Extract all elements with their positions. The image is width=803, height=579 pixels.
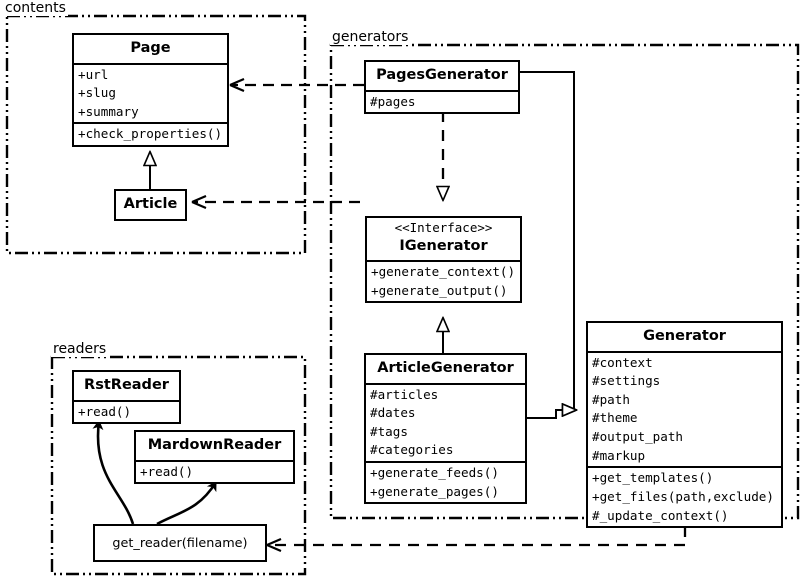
class-name-pagesgenerator: PagesGenerator [376, 67, 508, 83]
attribute: #settings [592, 373, 661, 389]
class-box-rstreader[interactable]: RstReader +read() [72, 370, 181, 425]
class-methods-igenerator: +generate_context() +generate_output() [367, 260, 520, 301]
method: #_update_context() [592, 507, 729, 523]
attribute: #tags [370, 423, 408, 439]
class-name-articlegenerator: ArticleGenerator [377, 360, 514, 376]
attribute: +url [78, 66, 109, 82]
class-methods-articlegenerator: +generate_feeds() +generate_pages() [366, 461, 525, 502]
class-box-article[interactable]: Article [114, 189, 187, 221]
method: +get_templates() [592, 470, 714, 486]
attribute: +slug [78, 85, 116, 101]
attribute: #output_path [592, 429, 683, 445]
edge-articlegenerator-to-generator [527, 410, 576, 419]
function-label-get-reader: get_reader(filename) [112, 535, 248, 551]
attribute: #articles [370, 386, 439, 402]
method: +generate_feeds() [370, 465, 499, 481]
class-attributes-pagesgenerator: #pages [366, 89, 518, 113]
class-name-page: Page [130, 40, 171, 56]
class-attributes-articlegenerator: #articles #dates #tags #categories [366, 382, 525, 462]
class-stereotype-igenerator: <<Interface>> [394, 220, 493, 235]
class-name-igenerator: IGenerator [399, 237, 488, 254]
attribute: #path [592, 391, 630, 407]
class-methods-mardownreader: +read() [136, 459, 293, 483]
method: +get_files(path,exclude) [592, 488, 774, 504]
attribute: #pages [370, 93, 416, 109]
method: +read() [78, 403, 132, 419]
class-methods-rstreader: +read() [74, 399, 179, 423]
class-box-mardownreader[interactable]: MardownReader +read() [134, 430, 295, 485]
edge-pagesgenerator-to-generator [520, 71, 576, 410]
method: +check_properties() [78, 126, 223, 142]
attribute: #categories [370, 442, 454, 458]
method: +generate_pages() [370, 483, 499, 499]
function-box-get-reader[interactable]: get_reader(filename) [93, 524, 267, 562]
package-label-readers: readers [51, 341, 109, 357]
class-attributes-generator: #context #settings #path #theme #output_… [588, 350, 781, 467]
attribute: #markup [592, 447, 646, 463]
method: +generate_output() [371, 282, 508, 298]
package-label-generators: generators [330, 29, 411, 45]
class-box-page[interactable]: Page +url +slug +summary +check_properti… [72, 33, 229, 148]
edge-get-reader-to-rstreader [92, 420, 135, 525]
class-name-generator: Generator [643, 328, 726, 344]
class-box-pagesgenerator[interactable]: PagesGenerator #pages [364, 60, 520, 115]
class-methods-generator: +get_templates() +get_files(path,exclude… [588, 466, 781, 526]
edge-get-reader-to-mardownreader [156, 481, 218, 526]
class-name-mardownreader: MardownReader [147, 437, 282, 453]
attribute: #dates [370, 405, 416, 421]
method: +generate_context() [371, 264, 516, 280]
class-methods-page: +check_properties() [74, 122, 227, 145]
class-attributes-page: +url +slug +summary [74, 62, 227, 123]
attribute: #theme [592, 410, 638, 426]
package-label-contents: contents [3, 0, 68, 16]
class-name-rstreader: RstReader [84, 377, 169, 393]
class-name-article: Article [123, 196, 178, 212]
attribute: #context [592, 354, 653, 370]
method: +read() [140, 463, 194, 479]
class-box-igenerator[interactable]: <<Interface>> IGenerator +generate_conte… [365, 216, 522, 304]
class-box-articlegenerator[interactable]: ArticleGenerator #articles #dates #tags … [364, 353, 527, 505]
class-box-generator[interactable]: Generator #context #settings #path #them… [586, 321, 783, 529]
attribute: +summary [78, 103, 139, 119]
